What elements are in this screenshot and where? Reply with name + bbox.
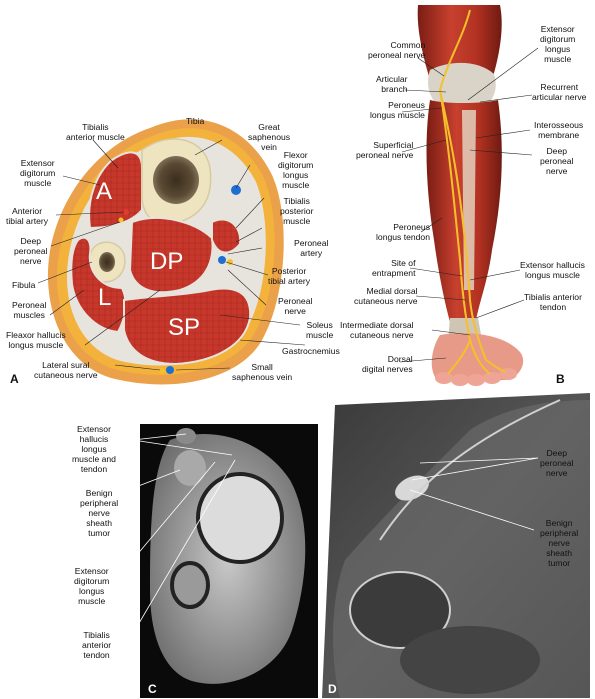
label-medial-dorsal: Medial dorsal cutaneous nerve <box>354 286 418 306</box>
label-deep-peroneal-nerve: Deep peroneal nerve <box>14 236 48 266</box>
label-fibula: Fibula <box>12 280 36 290</box>
mri-axial-talus <box>198 474 282 562</box>
mri-sagittal-tumor <box>395 475 429 501</box>
label-fdl: Flexor digitorum longus muscle <box>278 150 314 190</box>
posterior-tibial-vessels <box>218 256 226 264</box>
leader-lines-c <box>119 433 236 631</box>
interosseous-membrane <box>462 110 476 290</box>
small-saphenous-vein <box>166 366 174 374</box>
deep-posterior-compartment <box>128 217 214 294</box>
toes <box>435 368 517 386</box>
sural-nerve <box>159 368 165 374</box>
panel-letter-c: C <box>148 682 157 696</box>
label-ta-tendon-b: Tibialis anterior tendon <box>524 292 582 312</box>
label-edl-b: Extensor digitorum longus muscle <box>540 24 576 64</box>
leader-lines-d <box>409 457 539 531</box>
label-peroneus-longus-tendon: Peroneus longus tendon <box>376 222 430 242</box>
label-anterior-tibial-artery: Anterior tibial artery <box>6 206 49 226</box>
anterior-tibial-artery <box>123 209 129 215</box>
label-benign-c: Benign peripheral nerve sheath tumor <box>80 488 119 538</box>
region-letter-deep-posterior: DP <box>150 248 184 275</box>
label-site-entrapment: Site of entrapment <box>372 258 416 278</box>
region-letter-lateral: L <box>98 284 112 311</box>
label-peroneal-nerve: Peroneal nerve <box>278 296 313 316</box>
label-interosseous: Interosseous membrane <box>534 120 584 140</box>
mri-axial <box>140 424 318 698</box>
label-recurrent-articular: Recurrent articular nerve <box>532 82 587 102</box>
label-deep-peroneal-b: Deep peroneal nerve <box>540 146 574 176</box>
label-articular-branch: Articular branch <box>376 74 408 94</box>
leg-illustration <box>417 5 524 386</box>
great-saphenous-vein <box>231 185 241 195</box>
mri-axial-tumor <box>174 450 206 486</box>
label-peroneal-muscles: Peroneal muscles <box>12 300 47 320</box>
leader-lines-b <box>399 47 539 363</box>
label-gastrocnemius: Gastrocnemius <box>282 346 340 356</box>
label-edl-c: Extensor digitorum longus muscle <box>74 566 110 606</box>
leader-lines-a <box>37 139 306 371</box>
label-tibialis-anterior: Tibialis anterior muscle <box>66 122 125 142</box>
fibula-marrow <box>99 252 115 272</box>
panel-letter-a: A <box>10 372 19 386</box>
mri-axial-ehl-spot <box>176 428 196 444</box>
label-great-saphenous-vein: Great saphenous vein <box>248 122 291 152</box>
cross-section <box>47 119 284 385</box>
panel-letter-d: D <box>328 682 337 696</box>
flexor-digitorum-area <box>211 218 242 254</box>
mri-axial-talus-dark-rim <box>196 472 284 564</box>
deep-peroneal-nerve <box>118 217 124 223</box>
region-letter-anterior: A <box>96 178 113 205</box>
label-tibia: Tibia <box>186 116 205 126</box>
thigh <box>417 5 502 80</box>
label-common-peroneal: Common peroneal nerve <box>368 40 426 60</box>
label-soleus: Soleus muscle <box>306 320 334 340</box>
label-ehl-b: Extensor hallucis longus muscle <box>520 260 585 280</box>
mri-sagittal <box>322 393 590 698</box>
region-letter-superficial-posterior: SP <box>168 314 201 341</box>
label-dorsal-digital: Dorsal digital nerves <box>362 354 413 374</box>
panel-letter-b: B <box>556 372 565 386</box>
label-superficial-peroneal: Superficial peroneal nerve <box>356 140 414 160</box>
label-posterior-tibial-artery: Posterior tibial artery <box>268 266 311 286</box>
label-benign-d: Benign peripheral nerve sheath tumor <box>540 518 579 568</box>
label-peroneal-artery: Peroneal artery <box>294 238 329 258</box>
superficial-posterior-compartment <box>123 287 252 366</box>
nerve-branches <box>439 9 507 375</box>
label-small-saphenous: Small saphenous vein <box>232 362 293 382</box>
mri-sagittal-talus <box>349 571 451 649</box>
label-fhl: Fleaxor hallucis longus muscle <box>6 330 66 350</box>
label-extensor-digitorum: Extensor digitorum muscle <box>20 158 56 188</box>
label-peroneus-longus-muscle: Peroneus longus muscle <box>370 100 425 120</box>
anterior-compartment <box>88 151 143 230</box>
tibia-marrow <box>153 156 199 204</box>
label-tibialis-posterior: Tibialis posterior muscle <box>280 196 314 226</box>
label-intermediate-dorsal: Intermediate dorsal cutaneous nerve <box>340 320 414 340</box>
label-ta-tendon-c: Tibialis anterior tendon <box>82 630 112 660</box>
label-deep-peroneal-d: Deep peroneal nerve <box>540 448 574 478</box>
mri-axial-calcaneus-ring <box>170 561 210 609</box>
mri-sagittal-calcaneus <box>400 626 540 694</box>
label-ehl-c: Extensor hallucis longus muscle and tend… <box>72 424 116 474</box>
label-lateral-sural: Lateral sural cutaneous nerve <box>34 360 98 380</box>
mri-sagittal-nerve <box>379 399 561 541</box>
